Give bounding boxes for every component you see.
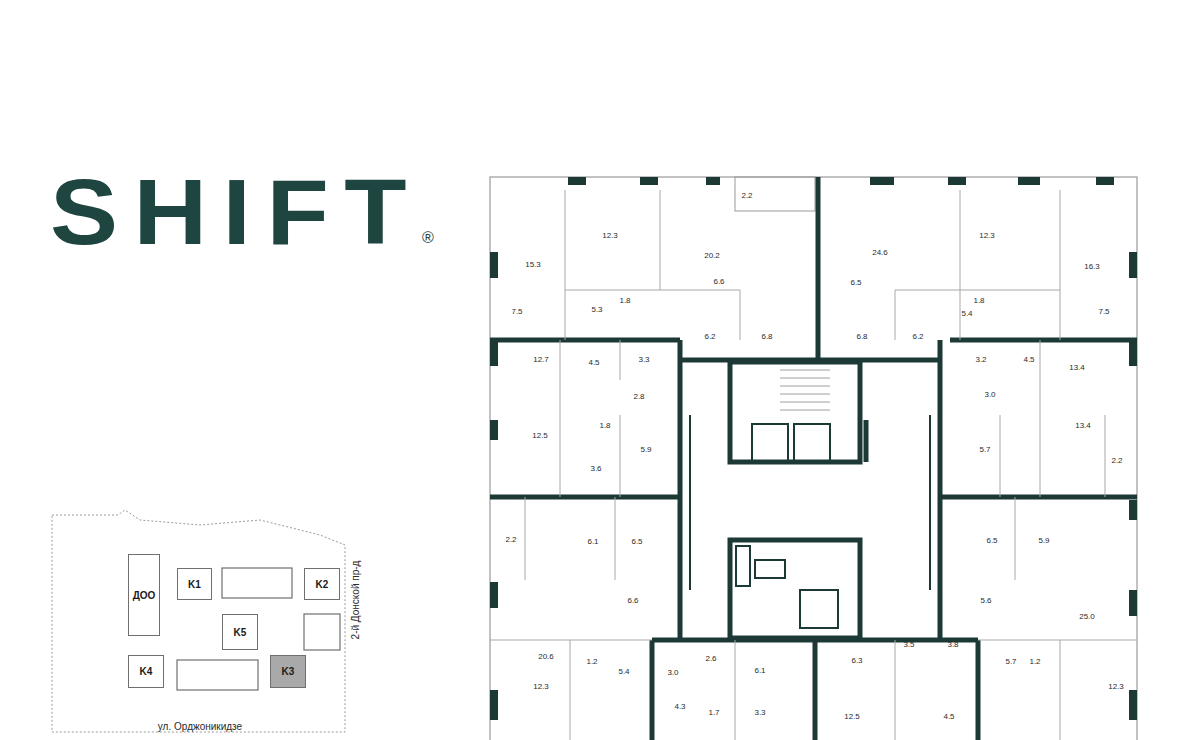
room-area: 12.3: [1108, 683, 1124, 691]
room-area: 6.1: [754, 667, 765, 675]
room-area: 1.8: [599, 422, 610, 430]
building-block: ДОО: [128, 554, 160, 636]
room-area: 2.2: [1111, 457, 1122, 465]
room-area: 4.3: [674, 703, 685, 711]
building-label: ДОО: [133, 590, 156, 601]
room-area: 20.2: [704, 252, 720, 260]
room-area: 1.2: [1029, 658, 1040, 666]
room-area: 7.5: [1098, 308, 1109, 316]
room-area: 5.4: [618, 668, 629, 676]
room-area: 4.5: [588, 359, 599, 367]
building-block: K1: [177, 568, 212, 600]
room-area: 12.3: [979, 232, 995, 240]
room-area: 12.3: [602, 232, 618, 240]
room-area: 2.8: [633, 393, 644, 401]
room-area: 1.7: [708, 709, 719, 717]
room-area: 3.6: [590, 465, 601, 473]
room-area: 3.0: [667, 669, 678, 677]
trademark-sign: ®: [422, 230, 434, 246]
room-area: 16.3: [1084, 263, 1100, 271]
building-label: K5: [234, 627, 247, 638]
room-area: 1.2: [586, 658, 597, 666]
room-area: 5.6: [980, 597, 991, 605]
room-area: 2.2: [741, 192, 752, 200]
room-area: 5.9: [1038, 537, 1049, 545]
building-block: K3: [270, 655, 306, 688]
room-area: 4.5: [1023, 356, 1034, 364]
room-area: 6.2: [704, 333, 715, 341]
room-area: 12.7: [533, 356, 549, 364]
room-area: 6.2: [912, 333, 923, 341]
room-area: 3.3: [638, 356, 649, 364]
room-area: 6.8: [856, 333, 867, 341]
building-block: K4: [128, 655, 164, 688]
building-block: K2: [304, 568, 340, 600]
room-area: 4.5: [943, 713, 954, 721]
room-area: 5.3: [591, 306, 602, 314]
building-label: K1: [188, 579, 201, 590]
room-area: 5.7: [979, 446, 990, 454]
street-name: 2-й Донской пр-д: [351, 561, 361, 640]
room-area: 5.7: [1005, 658, 1016, 666]
room-area: 20.6: [538, 653, 554, 661]
room-area: 6.1: [587, 538, 598, 546]
room-area: 25.0: [1079, 613, 1095, 621]
room-area: 3.2: [975, 356, 986, 364]
room-area: 6.5: [631, 538, 642, 546]
room-area: 12.3: [533, 683, 549, 691]
room-area: 1.8: [619, 297, 630, 305]
room-area: 6.6: [713, 278, 724, 286]
room-area: 3.8: [947, 641, 958, 649]
room-area: 12.5: [844, 713, 860, 721]
room-area: 12.5: [532, 432, 548, 440]
room-area: 15.3: [525, 261, 541, 269]
building-label: K2: [316, 579, 329, 590]
room-area: 2.2: [505, 536, 516, 544]
street-name: ул. Орджоникидзе: [158, 722, 242, 732]
room-area: 6.5: [850, 279, 861, 287]
room-area: 3.3: [754, 709, 765, 717]
room-area: 3.5: [903, 641, 914, 649]
room-area: 7.5: [511, 308, 522, 316]
room-area: 5.4: [961, 310, 972, 318]
building-label: K4: [140, 666, 153, 677]
room-area: 13.4: [1075, 422, 1091, 430]
building-label: K3: [282, 666, 295, 677]
room-area: 6.6: [627, 597, 638, 605]
logo-title: SHIFT: [50, 166, 422, 258]
room-area: 1.8: [973, 297, 984, 305]
building-block: K5: [222, 614, 258, 650]
room-area: 6.8: [761, 333, 772, 341]
room-area: 3.0: [984, 391, 995, 399]
room-area: 6.5: [986, 537, 997, 545]
room-area: 5.9: [640, 446, 651, 454]
room-area: 13.4: [1069, 364, 1085, 372]
room-area: 6.3: [851, 657, 862, 665]
room-area: 24.6: [872, 249, 888, 257]
room-area: 2.6: [705, 655, 716, 663]
